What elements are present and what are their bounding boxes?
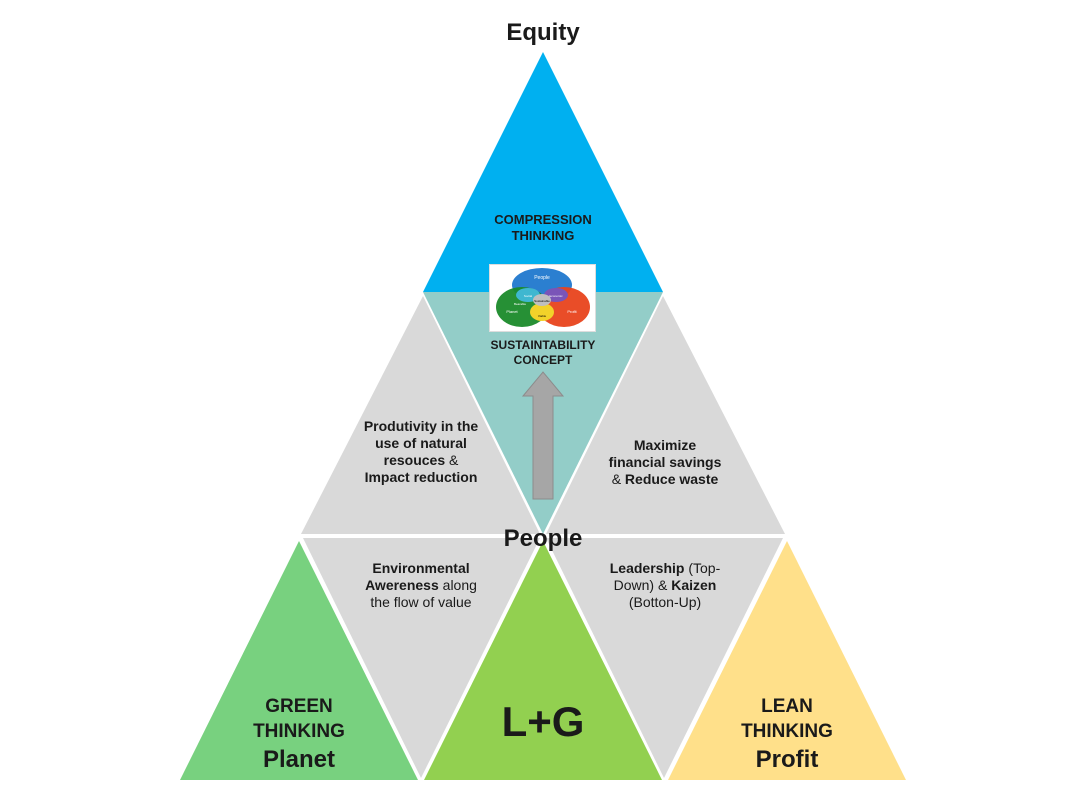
venn-profit: Profit [567, 309, 577, 314]
left-mid-bold2: Impact reduction [364, 469, 478, 486]
right-mid-bold2: Reduce waste [624, 471, 719, 488]
green-thinking-label: GREEN THINKING Planet [229, 695, 369, 776]
right-mid-bold1: Maximize financial savings [608, 437, 722, 471]
topdown-text: (Top-Down) & [613, 560, 721, 594]
green-line2: THINKING [253, 720, 345, 742]
people-label: People [503, 525, 583, 552]
right-mid-text: Maximize financial savings & Reduce wast… [604, 437, 726, 488]
sustainability-venn-image: People Planet Profit Social Economic Sus… [489, 264, 596, 332]
venn-economic: Economic [549, 294, 563, 298]
venn-sustainable: Sustainable [534, 299, 550, 303]
planet-label: Planet [262, 746, 336, 774]
lean-line2: THINKING [741, 720, 833, 742]
lean-thinking-label: LEAN THINKING Profit [717, 695, 857, 776]
left-mid-bold1: Produtivity in the use of natural resouc… [363, 418, 479, 469]
lg-label: L+G [501, 698, 585, 745]
lean-thinking-triangle [668, 541, 906, 780]
sustainability-concept-label: SUSTAINTABILITY CONCEPT [490, 338, 596, 367]
venn-social: Social [524, 294, 533, 298]
venn-viable: Viable [538, 314, 547, 318]
right-mid-amp: & [611, 471, 622, 488]
left-mid-amp: & [449, 452, 459, 469]
kaizen-bold: Kaizen [671, 577, 717, 594]
left-low-triangle [303, 538, 540, 778]
venn-bearable: Bearable [514, 302, 526, 306]
lean-line1: LEAN [761, 696, 813, 717]
right-low-text: Leadership (Top-Down) & Kaizen (Botton-U… [605, 560, 725, 611]
green-thinking-triangle [180, 541, 418, 780]
equity-title: Equity [506, 19, 580, 46]
right-low-triangle [546, 538, 783, 778]
leadership-bold: Leadership [609, 560, 685, 576]
up-arrow [521, 371, 565, 500]
top-triangle [423, 52, 663, 292]
left-mid-triangle [301, 296, 540, 534]
compression-thinking-label: COMPRESSION THINKING [494, 212, 592, 243]
left-mid-text: Produtivity in the use of natural resouc… [360, 418, 482, 486]
left-low-normal: along the flow of value [370, 577, 477, 611]
venn-people: People [534, 275, 550, 281]
green-line1: GREEN [265, 696, 333, 717]
left-low-bold: Environmental Awereness [365, 560, 470, 594]
left-low-text: Environmental Awereness along the flow o… [360, 560, 482, 611]
right-mid-triangle [546, 296, 785, 534]
profit-label: Profit [755, 746, 819, 774]
lg-triangle [424, 541, 662, 780]
venn-planet: Planet [506, 309, 518, 314]
bottonup-text: (Botton-Up) [628, 594, 702, 611]
